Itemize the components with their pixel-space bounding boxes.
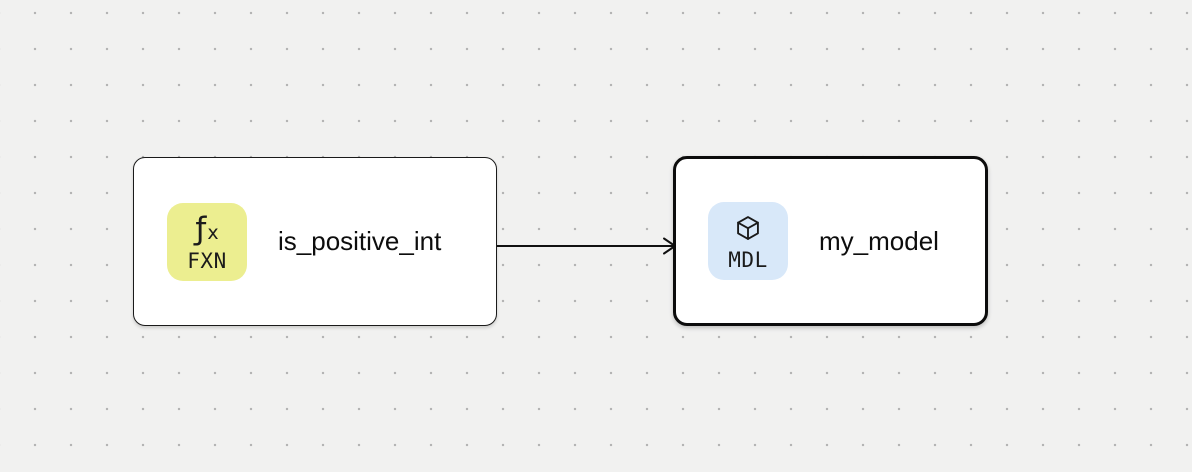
function-glyph: ƒ [195,210,207,247]
node-my-model[interactable]: MDL my_model [673,156,988,326]
function-glyph-sub: x [207,221,219,244]
node-type-tag: MDL [728,248,768,272]
cube-icon [734,209,762,247]
node-label: my_model [819,225,939,256]
node-label: is_positive_int [278,226,442,256]
model-type-badge: MDL [708,202,788,280]
edge-arrow[interactable] [497,236,679,256]
node-type-tag: FXN [187,248,227,273]
